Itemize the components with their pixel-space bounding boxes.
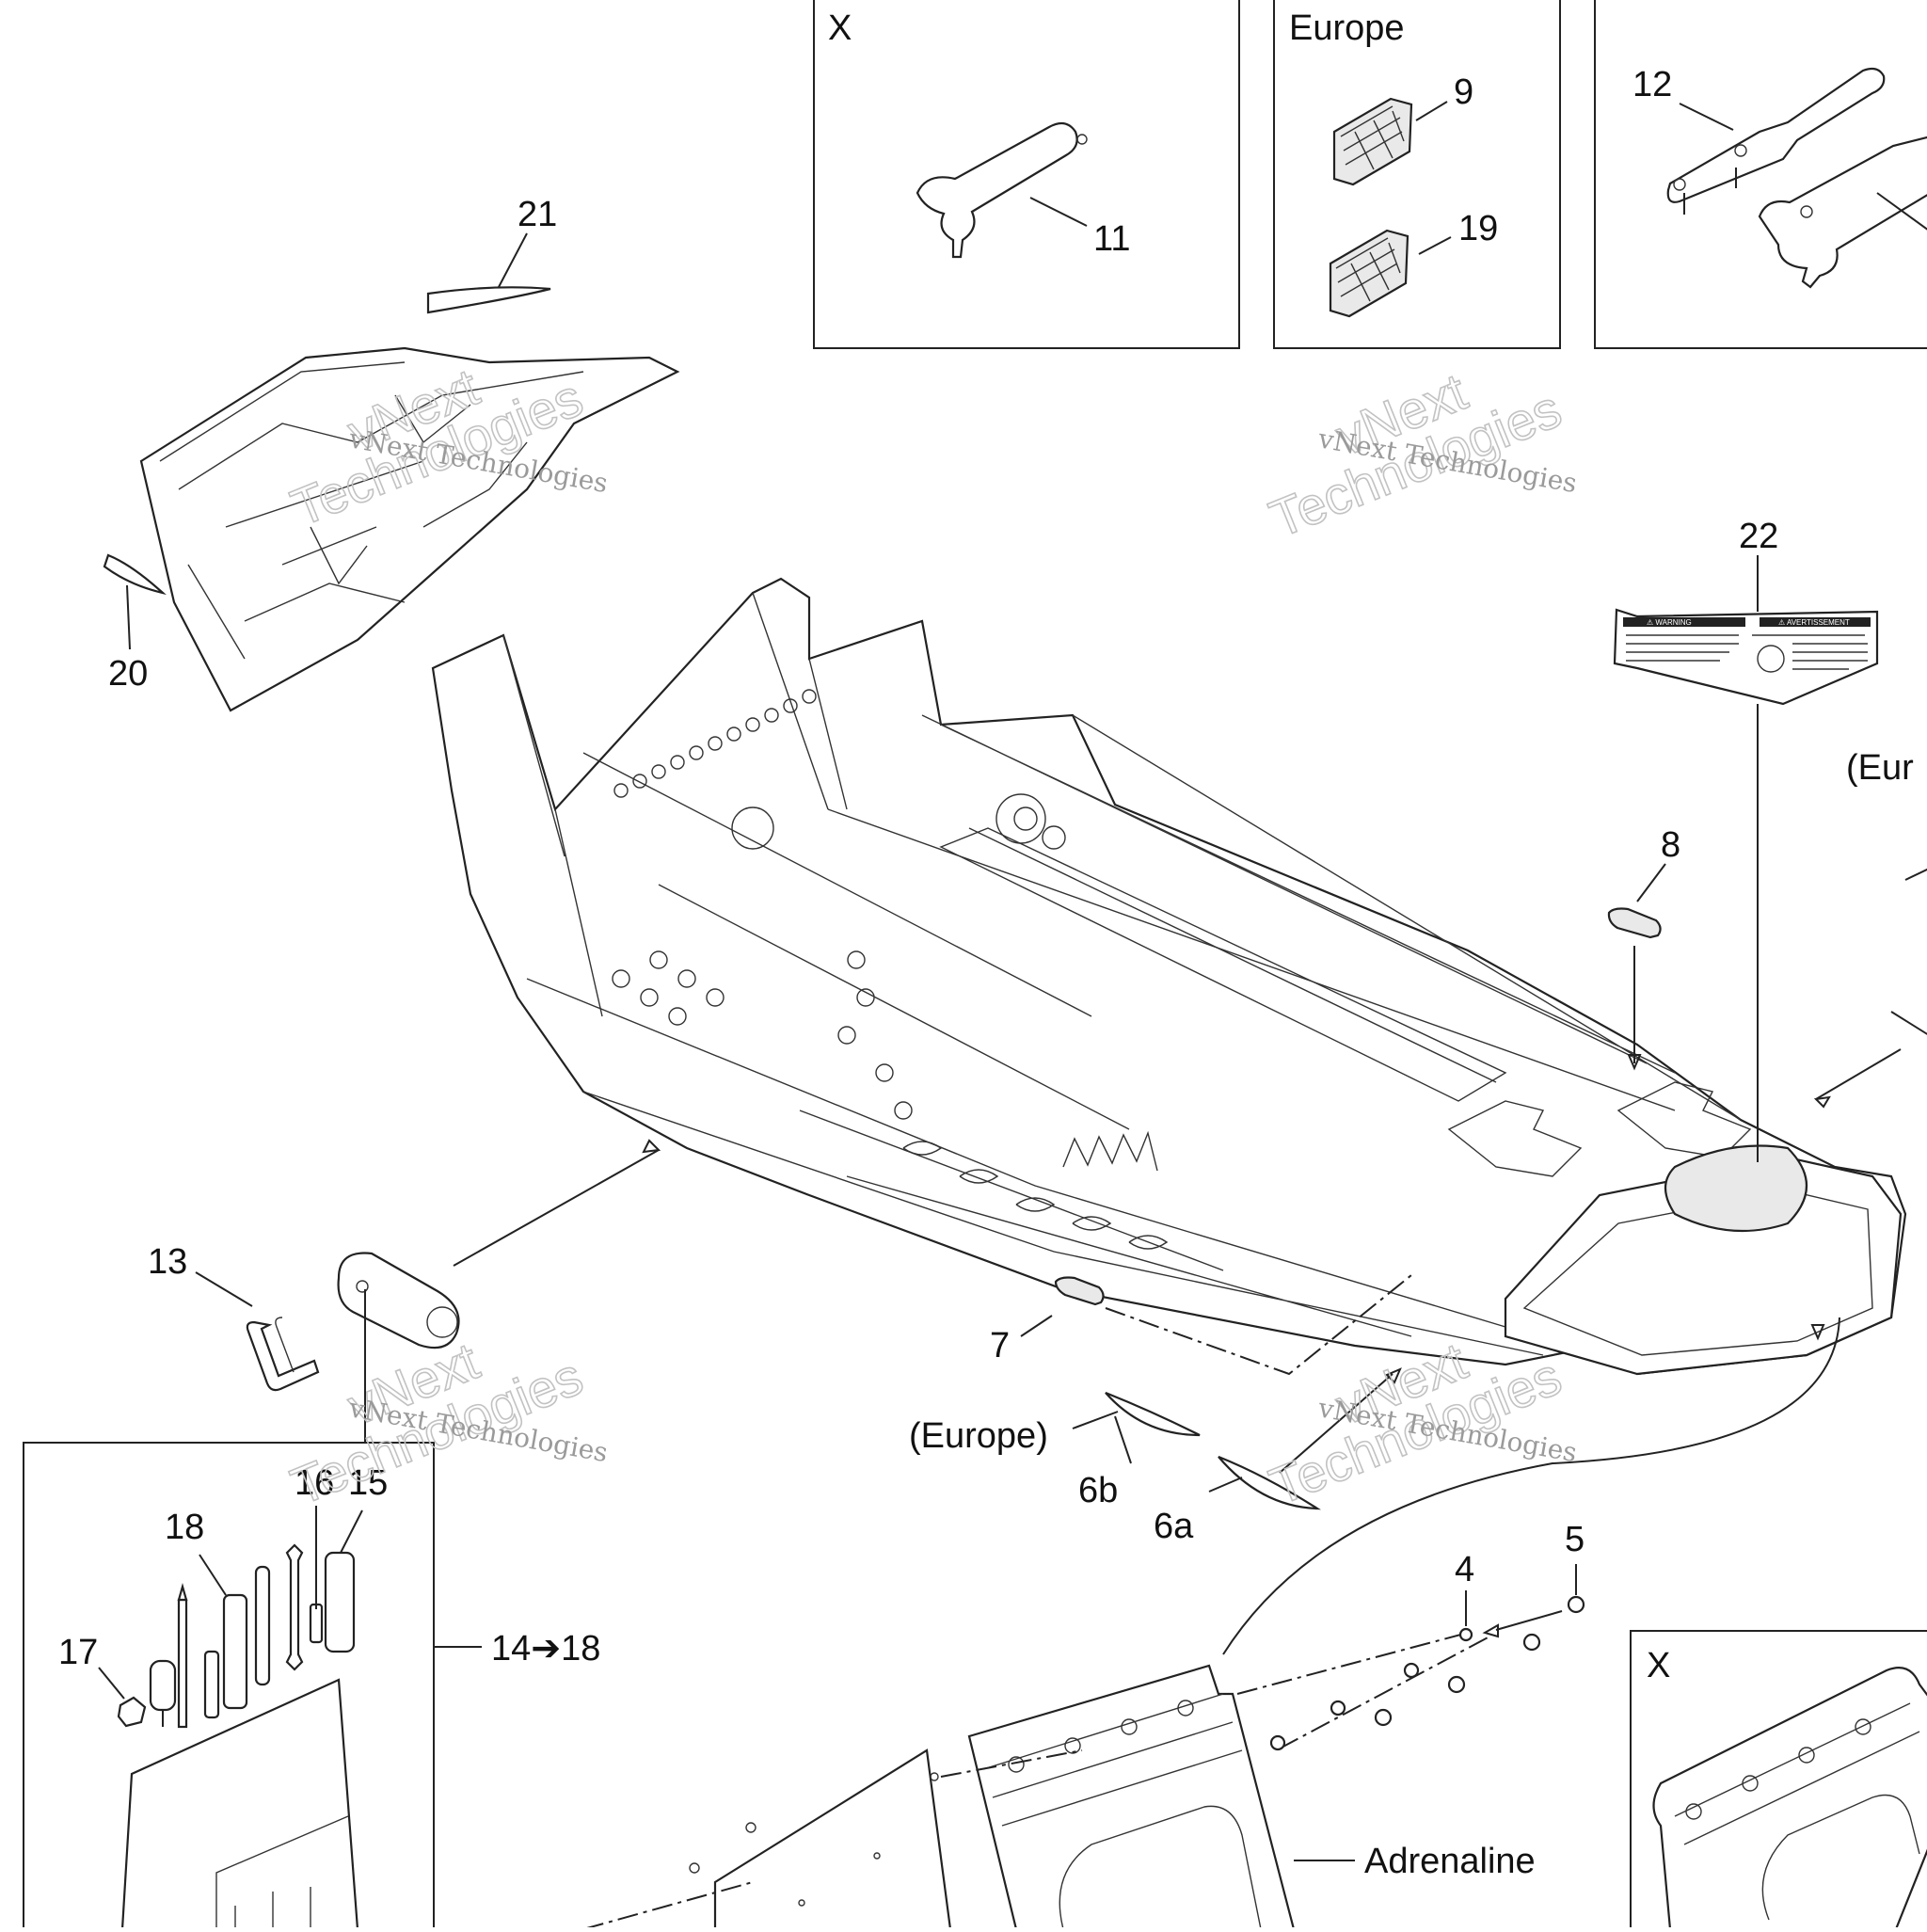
spark-plug-socket-15 xyxy=(326,1553,354,1652)
tool-kit-box: 14➔18 18 16 15 17 xyxy=(24,1443,600,1927)
callout-20: 20 xyxy=(108,654,148,694)
inset-x-top: X 11 xyxy=(814,0,1239,348)
callout-4: 4 xyxy=(1455,1550,1474,1589)
rear-flap-adrenaline: Adrenaline 4 5 xyxy=(583,1317,1839,1927)
inset-x-bottom: X xyxy=(1631,1631,1927,1927)
callout-6a: 6a xyxy=(1154,1507,1194,1546)
callout-8: 8 xyxy=(1661,825,1680,865)
callout-18: 18 xyxy=(165,1508,204,1547)
callout-12: 12 xyxy=(1632,65,1672,104)
label-22-right-title: ⚠ AVERTISSEMENT xyxy=(1778,618,1850,627)
inset-right-top: 12 xyxy=(1595,0,1927,348)
callout-5: 5 xyxy=(1565,1520,1585,1559)
reflector-8 xyxy=(1609,909,1661,938)
tool-pouch xyxy=(122,1680,358,1927)
reflector-9 xyxy=(1334,99,1411,184)
inset-europe-title: Europe xyxy=(1289,8,1405,48)
key-tool xyxy=(205,1652,218,1717)
note-adrenaline: Adrenaline xyxy=(1364,1842,1536,1881)
screwdriver-handle xyxy=(151,1661,175,1710)
label-22-left-title: ⚠ WARNING xyxy=(1647,618,1692,627)
tool-bag xyxy=(339,1253,459,1349)
rear-flap-x xyxy=(1654,1668,1927,1927)
socket-18 xyxy=(224,1595,247,1708)
inset-x-top-title: X xyxy=(828,8,852,48)
decal-20 xyxy=(104,555,163,593)
wrench-16 xyxy=(287,1545,302,1669)
callout-kit: 14➔18 xyxy=(491,1629,600,1669)
watermark-2: vNext Technologies vNext Technologies xyxy=(1262,361,1580,549)
callout-22: 22 xyxy=(1739,517,1778,556)
callout-6b: 6b xyxy=(1078,1471,1118,1510)
callout-13: 13 xyxy=(148,1242,187,1282)
note-europe-right: (Eur xyxy=(1846,748,1914,788)
nut-4 xyxy=(1460,1629,1472,1640)
inset-europe: Europe 9 19 xyxy=(1274,0,1560,348)
watermark-3: vNext Technologies vNext Technologies xyxy=(283,1331,611,1516)
reflector-19 xyxy=(1330,231,1408,316)
inset-x-bottom-title: X xyxy=(1647,1646,1670,1685)
chassis-tunnel xyxy=(433,579,1905,1374)
strap-13 xyxy=(247,1322,318,1390)
washer-5 xyxy=(1569,1597,1584,1612)
part-8-group: 8 xyxy=(1609,825,1680,1068)
clip-17 xyxy=(119,1698,145,1726)
pin-tool xyxy=(179,1600,186,1727)
license-plate xyxy=(715,1750,950,1927)
callout-19: 19 xyxy=(1458,209,1498,248)
wrench-11 xyxy=(917,123,1077,257)
callout-11: 11 xyxy=(1093,219,1130,259)
callout-9: 9 xyxy=(1454,72,1473,112)
note-europe-6b: (Europe) xyxy=(909,1416,1048,1456)
callout-21: 21 xyxy=(518,195,557,234)
callout-17: 17 xyxy=(58,1633,98,1672)
decal-21 xyxy=(428,287,550,312)
extension-bar xyxy=(256,1567,269,1685)
callout-7: 7 xyxy=(990,1326,1010,1365)
snow-flap xyxy=(969,1666,1294,1927)
